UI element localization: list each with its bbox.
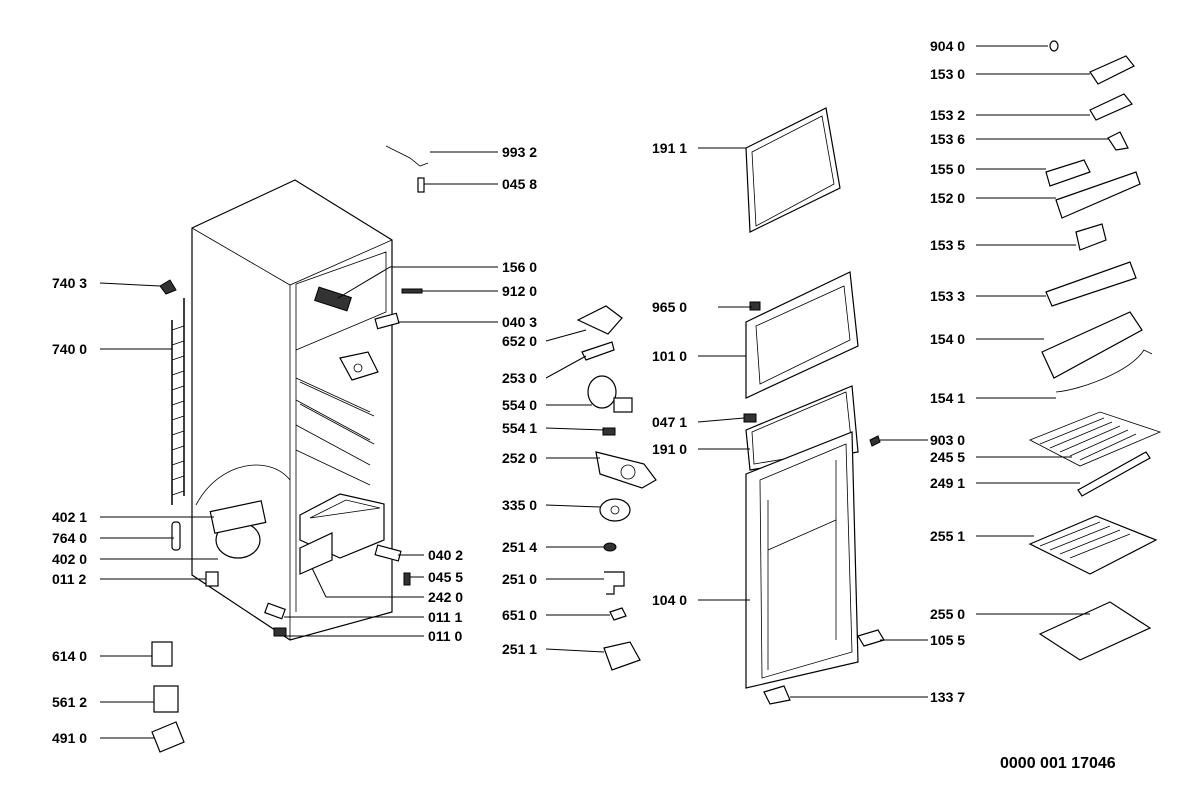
label-251-1: 251 1 [502, 641, 537, 657]
label-993-2: 993 2 [502, 144, 537, 160]
label-912-0: 912 0 [502, 283, 537, 299]
label-153-6: 153 6 [930, 131, 965, 147]
label-255-0: 255 0 [930, 606, 965, 622]
label-651-0: 651 0 [502, 607, 537, 623]
label-155-0: 155 0 [930, 161, 965, 177]
label-153-2: 153 2 [930, 107, 965, 123]
middle-parts [576, 305, 657, 671]
label-740-0: 740 0 [52, 341, 87, 357]
label-191-1: 191 1 [652, 140, 687, 156]
fridge-cabinet [151, 145, 429, 753]
label-045-5: 045 5 [428, 569, 463, 585]
label-153-3: 153 3 [930, 288, 965, 304]
label-903-0: 903 0 [930, 432, 965, 448]
label-040-2: 040 2 [428, 547, 463, 563]
label-652-0: 652 0 [502, 333, 537, 349]
label-152-0: 152 0 [930, 190, 965, 206]
document-code: 0000 001 17046 [1000, 755, 1116, 772]
label-904-0: 904 0 [930, 38, 965, 54]
label-242-0: 242 0 [428, 589, 463, 605]
label-011-0: 011 0 [428, 628, 462, 644]
leader-lines [99, 45, 1108, 739]
label-253-0: 253 0 [502, 370, 537, 386]
label-554-1: 554 1 [502, 420, 537, 436]
label-255-1: 255 1 [930, 528, 965, 544]
label-104-0: 104 0 [652, 592, 687, 608]
doors [743, 107, 885, 705]
label-554-0: 554 0 [502, 397, 537, 413]
label-965-0: 965 0 [652, 299, 687, 315]
label-133-7: 133 7 [930, 689, 965, 705]
label-011-1: 011 1 [428, 609, 462, 625]
label-561-2: 561 2 [52, 694, 87, 710]
label-252-0: 252 0 [502, 450, 537, 466]
label-335-0: 335 0 [502, 497, 537, 513]
label-491-0: 491 0 [52, 730, 87, 746]
label-047-1: 047 1 [652, 414, 687, 430]
label-040-3: 040 3 [502, 314, 537, 330]
label-153-5: 153 5 [930, 237, 965, 253]
label-153-0: 153 0 [930, 66, 965, 82]
label-249-1: 249 1 [930, 475, 965, 491]
label-011-2: 011 2 [52, 571, 86, 587]
door-accessories [1028, 40, 1162, 661]
label-105-5: 105 5 [930, 632, 965, 648]
label-251-0: 251 0 [502, 571, 537, 587]
label-251-4: 251 4 [502, 539, 537, 555]
label-101-0: 101 0 [652, 348, 687, 364]
label-245-5: 245 5 [930, 449, 965, 465]
label-402-1: 402 1 [52, 509, 87, 525]
label-045-8: 045 8 [502, 176, 537, 192]
label-156-0: 156 0 [502, 259, 537, 275]
label-191-0: 191 0 [652, 441, 687, 457]
label-402-0: 402 0 [52, 551, 87, 567]
label-154-1: 154 1 [930, 390, 965, 406]
label-614-0: 614 0 [52, 648, 87, 664]
label-740-3: 740 3 [52, 275, 87, 291]
label-764-0: 764 0 [52, 530, 87, 546]
label-154-0: 154 0 [930, 331, 965, 347]
part-labels: 904 0 153 0 153 2 153 6 155 0 152 0 153 … [52, 38, 1116, 772]
